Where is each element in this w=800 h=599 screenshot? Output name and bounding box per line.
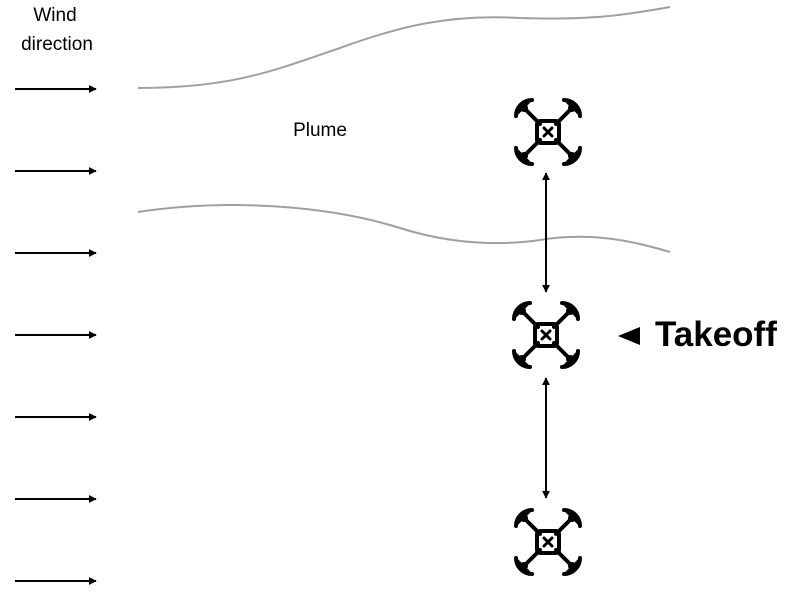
upper-drone-icon xyxy=(514,98,582,166)
takeoff-drone-icon xyxy=(512,301,580,369)
plume-label: Plume xyxy=(293,120,347,141)
wind-arrows xyxy=(15,85,97,585)
plume-lower-boundary xyxy=(137,204,671,253)
lower-drone-icon xyxy=(514,508,582,576)
takeoff-pointer-icon xyxy=(618,327,640,345)
takeoff-label: Takeoff xyxy=(655,315,777,354)
wind-label-line1: Wind xyxy=(33,5,76,26)
plume-upper-boundary xyxy=(137,6,671,89)
wind-label-line2: direction xyxy=(21,34,93,55)
